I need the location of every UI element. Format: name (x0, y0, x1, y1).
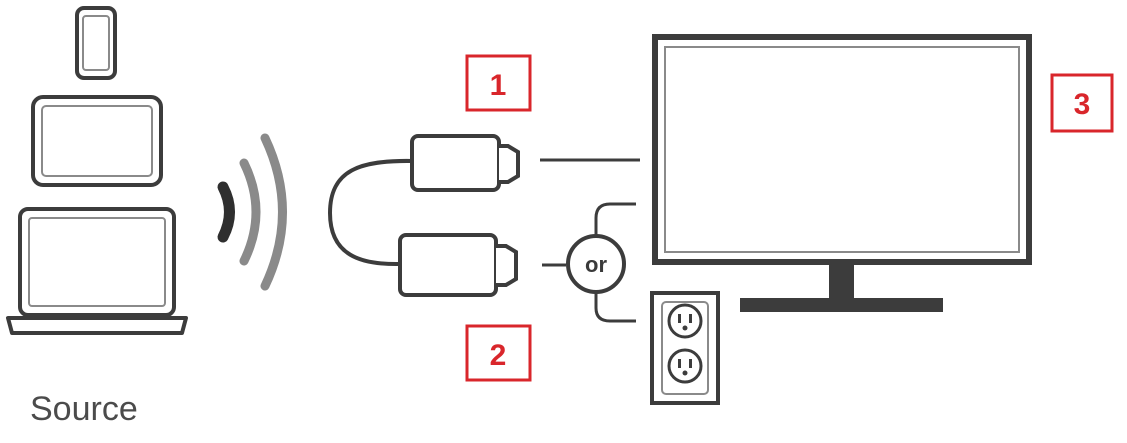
step-badge-1: 1 (465, 54, 532, 112)
step-number-3: 3 (1074, 88, 1091, 121)
step-badge-3: 3 (1050, 73, 1114, 133)
dongle-icon (410, 134, 520, 192)
tv-monitor-icon (652, 34, 1032, 312)
power-adapter-icon (398, 233, 518, 297)
tablet-icon (31, 95, 163, 187)
step-number-1: 1 (490, 69, 507, 102)
source-label: Source (30, 390, 138, 428)
step-badge-2: 2 (465, 324, 532, 382)
wireless-signal-icon (217, 133, 287, 291)
wall-outlet-icon (650, 291, 720, 405)
step-number-2: 2 (490, 339, 507, 372)
or-bracket (594, 202, 636, 323)
laptop-icon (6, 207, 188, 335)
phone-icon (75, 6, 117, 80)
cable-icon (327, 158, 414, 267)
or-circle (566, 234, 626, 294)
or-label: or (585, 252, 607, 277)
